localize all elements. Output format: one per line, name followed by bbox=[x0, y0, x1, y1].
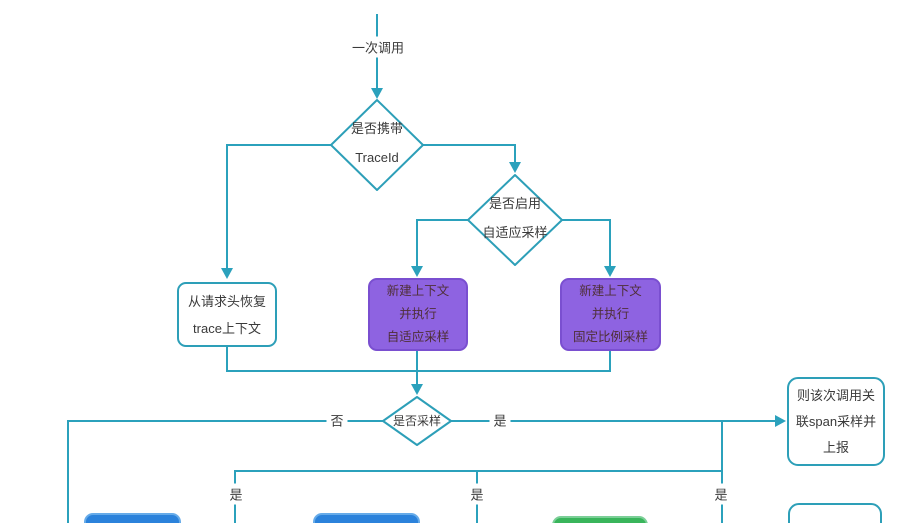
node-carry-traceid-shape[interactable] bbox=[330, 99, 424, 191]
node-adaptive-enabled-shape[interactable] bbox=[467, 174, 563, 266]
edge-yes-bus bbox=[234, 421, 723, 523]
node-restore-context[interactable]: 从请求头恢复 trace上下文 bbox=[177, 282, 277, 347]
edge-label-yes-1: 是 bbox=[225, 483, 247, 505]
arrowhead-down-icon bbox=[371, 88, 383, 99]
node-bottom-blue-2[interactable] bbox=[313, 513, 420, 523]
edge-label-start: 一次调用 bbox=[347, 36, 409, 58]
arrowhead-right-icon bbox=[775, 415, 786, 427]
node-bottom-green[interactable] bbox=[552, 516, 648, 523]
edge-adaptive-no bbox=[562, 219, 611, 268]
arrowhead-down-icon bbox=[411, 266, 423, 277]
edge-merge bbox=[226, 347, 611, 372]
edge-label-yes-3: 是 bbox=[710, 483, 732, 505]
edge-label-yes-2: 是 bbox=[466, 483, 488, 505]
edge-traceid-no bbox=[423, 144, 516, 164]
edge-label-yes: 是 bbox=[489, 409, 511, 431]
edge-traceid-yes bbox=[226, 144, 331, 270]
arrowhead-down-icon bbox=[411, 384, 423, 395]
edge-sample-no bbox=[67, 420, 383, 523]
node-carry-traceid-label: 是否携带 TraceId bbox=[350, 121, 404, 165]
edge-adaptive-yes bbox=[416, 219, 468, 268]
edge-label-no: 否 bbox=[326, 409, 348, 431]
node-adaptive-enabled-label: 是否启用 自适应采样 bbox=[482, 196, 548, 240]
arrowhead-down-icon bbox=[221, 268, 233, 279]
node-bottom-blue-1[interactable] bbox=[84, 513, 181, 523]
node-report-span[interactable]: 则该次调用关 联span采样并 上报 bbox=[787, 377, 885, 466]
arrowhead-down-icon bbox=[509, 162, 521, 173]
node-sample-decision-shape[interactable] bbox=[382, 396, 452, 446]
node-bottom-right[interactable] bbox=[788, 503, 882, 523]
node-new-ctx-adaptive[interactable]: 新建上下文 并执行 自适应采样 bbox=[368, 278, 468, 351]
arrowhead-down-icon bbox=[604, 266, 616, 277]
node-sample-decision-label: 是否采样 bbox=[392, 414, 442, 428]
node-new-ctx-fixed[interactable]: 新建上下文 并执行 固定比例采样 bbox=[560, 278, 661, 351]
